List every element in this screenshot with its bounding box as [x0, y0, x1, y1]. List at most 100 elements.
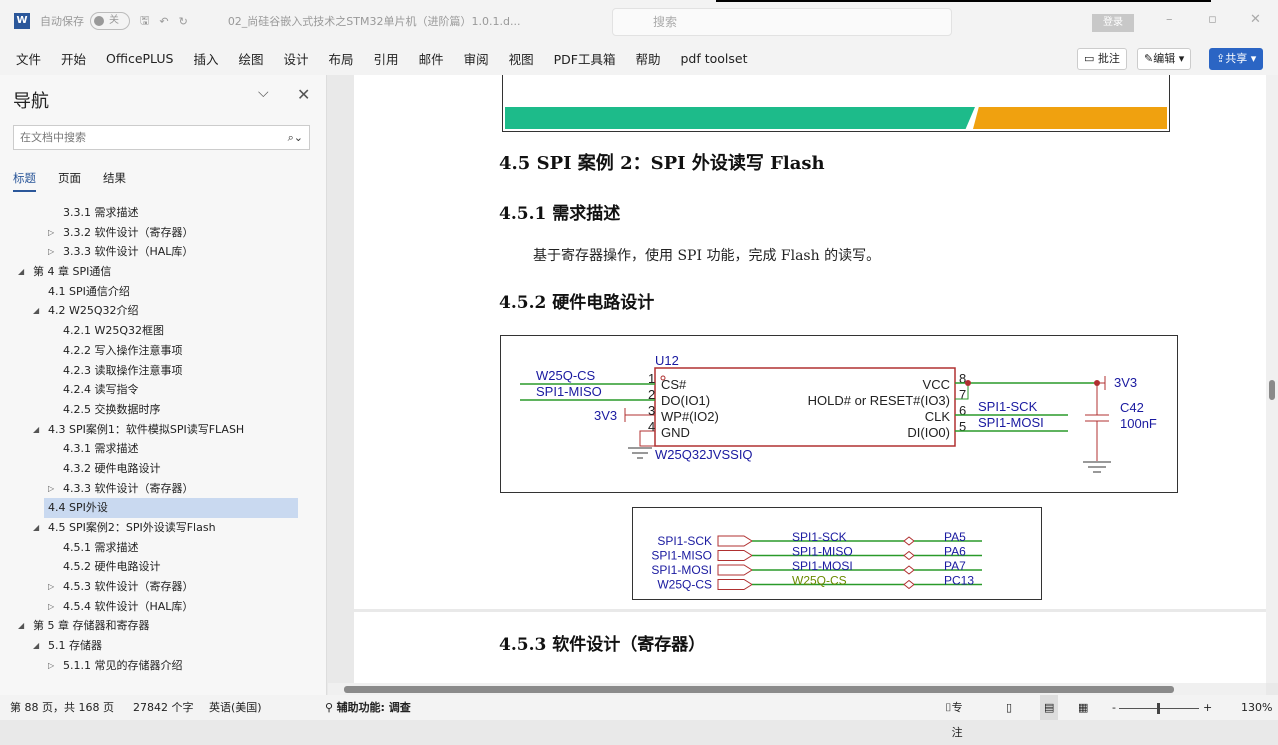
autosave-toggle[interactable]: 关: [90, 12, 130, 30]
tab-officeplus[interactable]: OfficePLUS: [106, 51, 174, 66]
tab-pdf-tools[interactable]: PDF工具箱: [553, 52, 616, 67]
nav-heading-item[interactable]: 4.3.1 需求描述: [0, 439, 326, 459]
nav-search-input[interactable]: 在文档中搜索⌕⌄: [13, 125, 310, 150]
nav-tab-results[interactable]: 结果: [103, 171, 126, 185]
redo-icon[interactable]: ↻: [178, 14, 188, 28]
tab-design[interactable]: 设计: [283, 52, 309, 67]
zoom-slider[interactable]: - +: [1112, 701, 1213, 714]
figure-frame: [502, 75, 1170, 132]
expand-arrow-icon[interactable]: ▷: [48, 601, 55, 611]
nav-heading-item[interactable]: ◢5.1 存储器: [0, 636, 326, 656]
nav-heading-item[interactable]: ▷5.1.1 常见的存储器介绍: [0, 656, 326, 676]
collapse-arrow-icon[interactable]: ◢: [33, 424, 40, 434]
pin-2-name: DO(IO1): [661, 393, 710, 408]
nav-heading-item[interactable]: ◢4.3 SPI案例1：软件模拟SPI读写FLASH: [0, 420, 326, 440]
nav-heading-label: 3.3.3 软件设计（HAL库）: [63, 245, 194, 259]
nav-heading-item[interactable]: 4.2.4 读写指令: [0, 380, 326, 400]
nav-tab-headings[interactable]: 标题: [13, 170, 36, 192]
vertical-scrollbar[interactable]: [1266, 75, 1278, 683]
nav-heading-item[interactable]: 4.1 SPI通信介绍: [0, 282, 326, 302]
nav-heading-item[interactable]: ◢第 4 章 SPI通信: [0, 262, 326, 282]
collapse-arrow-icon[interactable]: ◢: [33, 523, 40, 532]
login-button[interactable]: 登录: [1092, 14, 1134, 32]
read-mode-icon[interactable]: ▯: [1006, 701, 1013, 714]
nav-heading-item[interactable]: ▷ 3.3.2 软件设计（寄存器）: [0, 223, 326, 243]
tab-home[interactable]: 开始: [61, 52, 87, 67]
search-placeholder: 搜索: [653, 15, 678, 29]
tab-pdf-toolset[interactable]: pdf toolset: [680, 51, 748, 66]
collapse-arrow-icon[interactable]: ◢: [33, 641, 40, 651]
nav-heading-item[interactable]: ◢4.5 SPI案例2：SPI外设读写Flash: [0, 518, 326, 538]
close-window-icon[interactable]: ✕: [1250, 12, 1261, 27]
nav-heading-item[interactable]: 4.4 SPI外设: [44, 498, 298, 518]
nav-heading-label: 第 5 章 存储器和寄存器: [33, 619, 150, 633]
tab-review[interactable]: 审阅: [463, 52, 489, 67]
horizontal-scrollbar[interactable]: [328, 683, 1266, 695]
minimize-icon[interactable]: –: [1166, 12, 1173, 27]
restore-icon[interactable]: ▫: [1208, 12, 1217, 27]
nav-heading-label: 4.4 SPI外设: [48, 501, 108, 515]
net-label: SPI1-MISO: [792, 545, 853, 559]
nav-heading-item[interactable]: 4.2.5 交换数据时序: [0, 400, 326, 420]
web-layout-icon[interactable]: ▦: [1078, 701, 1089, 714]
nav-heading-item[interactable]: 4.2.2 写入操作注意事项: [0, 341, 326, 361]
share-button[interactable]: ⇪共享 ▾: [1209, 48, 1264, 70]
nav-tab-pages[interactable]: 页面: [58, 171, 81, 185]
chip-ref: U12: [655, 353, 679, 368]
collapse-arrow-icon[interactable]: ◢: [33, 306, 40, 316]
nav-heading-item[interactable]: 4.5.2 硬件电路设计: [0, 557, 326, 577]
collapse-arrow-icon[interactable]: ◢: [18, 621, 25, 631]
nav-heading-item[interactable]: ▷4.5.4 软件设计（HAL库）: [0, 597, 326, 617]
expand-arrow-icon[interactable]: ▷: [48, 247, 55, 257]
nav-heading-item[interactable]: ▷4.5.3 软件设计（寄存器）: [0, 577, 326, 597]
tab-view[interactable]: 视图: [508, 52, 534, 67]
search-box[interactable]: 搜索: [612, 8, 952, 36]
tab-file[interactable]: 文件: [16, 52, 42, 67]
tab-draw[interactable]: 绘图: [238, 52, 264, 67]
zoom-level[interactable]: 130%: [1241, 701, 1273, 714]
pin-3-num: 3: [648, 403, 655, 418]
word-count[interactable]: 27842 个字: [133, 701, 194, 714]
nav-heading-item[interactable]: 3.3.1 需求描述: [0, 203, 326, 223]
nav-heading-item[interactable]: 4.2.1 W25Q32框图: [0, 321, 326, 341]
tab-help[interactable]: 帮助: [635, 52, 661, 67]
page-89: 4.5.3 软件设计（寄存器）: [354, 612, 1266, 683]
save-icon[interactable]: 🖫: [140, 13, 150, 27]
nav-heading-item[interactable]: 4.3.2 硬件电路设计: [0, 459, 326, 479]
focus-label: 专注: [951, 701, 963, 739]
mcu-pin-label: PC13: [944, 574, 974, 588]
nav-heading-item[interactable]: ▷ 3.3.3 软件设计（HAL库）: [0, 242, 326, 262]
tab-insert[interactable]: 插入: [193, 52, 219, 67]
tab-layout[interactable]: 布局: [328, 52, 354, 67]
paragraph-4-5-1: 基于寄存器操作，使用 SPI 功能，完成 Flash 的读写。: [533, 248, 881, 264]
accessibility-status[interactable]: ⚲ 辅助功能: 调查: [325, 701, 411, 714]
close-icon[interactable]: ✕: [297, 85, 311, 104]
nav-heading-label: 4.3.3 软件设计（寄存器）: [63, 481, 194, 495]
nav-heading-item[interactable]: 4.5.1 需求描述: [0, 538, 326, 558]
print-layout-icon[interactable]: ▤: [1040, 695, 1059, 720]
comment-button[interactable]: ▭ 批注: [1077, 48, 1127, 70]
expand-arrow-icon[interactable]: ▷: [48, 660, 55, 670]
language[interactable]: 英语(美国): [209, 701, 262, 714]
expand-arrow-icon[interactable]: ▷: [48, 483, 55, 493]
edit-button[interactable]: ✎编辑 ▾: [1137, 48, 1192, 70]
expand-arrow-icon[interactable]: ▷: [48, 582, 55, 592]
tab-references[interactable]: 引用: [373, 52, 399, 67]
undo-icon[interactable]: ↶: [159, 14, 169, 28]
tab-mailings[interactable]: 邮件: [418, 52, 444, 67]
nav-heading-item[interactable]: ◢ 第 5 章 存储器和寄存器: [0, 616, 326, 636]
nav-heading-label: 4.3.2 硬件电路设计: [63, 461, 161, 475]
chevron-down-icon[interactable]: ⌵: [258, 85, 269, 101]
expand-arrow-icon[interactable]: ▷: [48, 227, 55, 237]
doc-title[interactable]: 02_尚硅谷嵌入式技术之STM32单片机（进阶篇）1.0.1.d...: [227, 15, 521, 28]
nav-heading-item[interactable]: ▷ 4.3.3 软件设计（寄存器）: [0, 479, 326, 499]
page-count[interactable]: 第 88 页，共 168 页: [10, 701, 114, 714]
nav-heading-label: 4.2.2 写入操作注意事项: [63, 343, 183, 357]
focus-mode-button[interactable]: ⌷ 专注: [945, 695, 963, 739]
collapse-arrow-icon[interactable]: ◢: [18, 267, 25, 277]
nav-heading-item[interactable]: 4.2.3 读取操作注意事项: [0, 361, 326, 381]
nav-heading-item[interactable]: ◢4.2 W25Q32介绍: [0, 301, 326, 321]
nav-heading-label: 3.3.2 软件设计（寄存器）: [63, 225, 194, 239]
search-icon[interactable]: ⌕⌄: [287, 131, 303, 144]
